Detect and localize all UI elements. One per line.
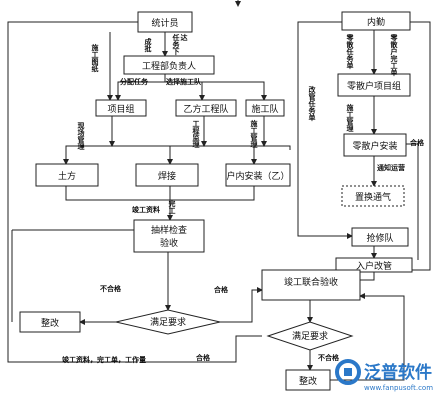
label-zhenggai2: 整改 <box>299 375 317 387</box>
watermark-url: www.fanpusoft.com <box>364 384 433 392</box>
edge-jgzl: 竣工资料 <box>132 205 160 214</box>
label-cyjc-2: 验收 <box>160 237 178 249</box>
watermark-brand: 泛普软件 <box>364 362 432 383</box>
label-rhgg: 入户改管 <box>356 260 392 272</box>
node-neiqin <box>341 11 411 31</box>
edge-gzrw: 改管任务单 <box>308 85 317 122</box>
label-lsaz: 零散户安装 <box>352 140 397 152</box>
node-tongjiyuan <box>137 11 193 33</box>
label-sgd: 施工队 <box>251 103 278 115</box>
edge-hege-r: 合格 <box>409 138 425 147</box>
edge-sggl: 施工管理 <box>250 119 258 149</box>
node-lsxmz <box>337 73 411 97</box>
edge-buhege1: 不合格 <box>100 284 122 293</box>
label-yfgcd: 乙方工程队 <box>183 103 228 115</box>
edge-chengbao: 成批 <box>144 37 152 53</box>
edge-wangong: 完工 <box>168 199 176 214</box>
logo-mark-icon <box>344 368 352 376</box>
label-hnaz: 户内安装（乙） <box>226 170 289 182</box>
edge-rwxd-2: 达 <box>180 33 188 42</box>
edge-xcgl: 现场管理 <box>77 121 85 151</box>
label-zhenggai1: 整改 <box>41 317 59 329</box>
edge-buhege2: 不合格 <box>318 353 340 362</box>
label-lsxmz: 零散户项目组 <box>347 80 401 92</box>
edge-lswg: 零散户完工单 <box>390 33 399 77</box>
label-gcbfzr: 工程部负责人 <box>142 60 196 72</box>
label-mzyq2: 满足要求 <box>292 330 328 342</box>
edge-sgtz: 施工图纸 <box>91 43 99 73</box>
edge-lsrw: 零散任务单 <box>346 33 355 70</box>
edge-xzsgd: 选择施工队 <box>166 77 202 86</box>
label-cyjc-1: 抽样检查 <box>151 224 187 236</box>
node-yfgcd <box>175 99 237 117</box>
node-tufang <box>35 163 99 187</box>
label-zhtq: 置换通气 <box>355 191 391 203</box>
edge-fpr: 分配任务 <box>120 77 149 86</box>
label-hanjie: 焊接 <box>158 170 176 182</box>
node-mzyq1 <box>115 309 221 335</box>
node-hnaz <box>225 163 291 187</box>
edge-rwxd-1: 任务下 <box>172 33 181 56</box>
label-neiqin: 内勤 <box>367 16 385 28</box>
node-xmz <box>95 99 147 117</box>
watermark-logo: 泛普软件 www.fanpusoft.com <box>335 359 433 392</box>
node-zhenggai2 <box>285 369 331 391</box>
label-tufang: 土方 <box>58 170 76 182</box>
node-jglhys <box>261 269 361 301</box>
node-hanjie <box>135 163 199 187</box>
node-zhenggai1 <box>19 311 81 333</box>
edge-hege2: 合格 <box>195 353 211 362</box>
label-qxd: 抢修队 <box>366 232 393 244</box>
logo-ring-icon <box>335 359 361 385</box>
node-mzyq2 <box>266 321 354 351</box>
label-mzyq1: 满足要求 <box>150 316 186 328</box>
edge-tzyg: 通知运营 <box>377 163 405 172</box>
node-qxd <box>351 227 409 247</box>
edge-labels: 施工图纸 任务下 达 成批 分配任务 选择施工队 现场管理 工程监理 施工管理 … <box>62 33 425 364</box>
label-tongjiyuan: 统计员 <box>151 17 178 29</box>
node-boxes <box>19 11 413 391</box>
edge-gcjl: 工程监理 <box>192 120 200 149</box>
edge-hege1: 合格 <box>213 285 229 294</box>
node-sgd <box>245 99 285 117</box>
node-rhgg <box>335 257 413 273</box>
edge-bottom-note: 竣工资料，完工单，工作量 <box>62 355 146 364</box>
label-xmz: 项目组 <box>107 103 134 115</box>
edge-sggl2: 施工管理 <box>346 103 354 133</box>
node-zhtq <box>341 185 405 207</box>
node-gcbfzr <box>123 55 215 75</box>
node-lsaz <box>343 133 407 157</box>
node-labels: 统计员 内勤 工程部负责人 项目组 乙方工程队 施工队 零散户项目组 零散户安装… <box>41 16 401 387</box>
label-jglhys: 竣工联合验收 <box>284 276 338 288</box>
node-cyjc <box>133 219 205 253</box>
